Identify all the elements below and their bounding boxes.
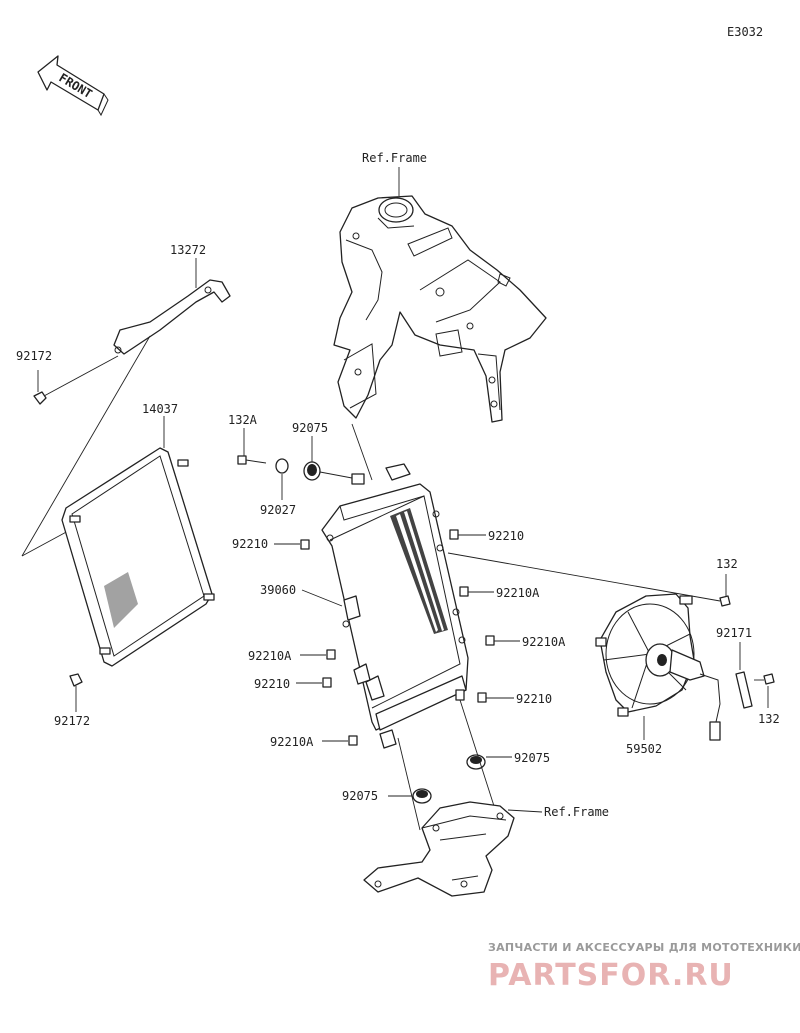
clamp-92171: [735, 671, 753, 709]
bolt-132-bottom: [763, 673, 775, 685]
grommet-92075-right: [466, 754, 486, 770]
label-92171: 92171: [716, 626, 752, 640]
grommet-92075-left: [412, 788, 432, 804]
label-92210A-l1: 92210A: [248, 649, 292, 663]
label-14037: 14037: [142, 402, 178, 416]
clip-92210A-l1: [326, 649, 336, 660]
label-92210-l2: 92210: [254, 677, 290, 691]
diagram-code: E3032: [727, 25, 763, 39]
label-92210A-r2: 92210A: [522, 635, 566, 649]
clip-92210-l2: [322, 677, 332, 688]
label-132A: 132A: [228, 413, 258, 427]
label-132-bottom: 132: [758, 712, 780, 726]
part-59502-fan: [595, 593, 721, 741]
label-13272: 13272: [170, 243, 206, 257]
front-arrow-icon: FRONT: [37, 55, 109, 117]
clip-92210-l1: [300, 539, 310, 550]
label-92172-top: 92172: [16, 349, 52, 363]
label-92210-l1: 92210: [232, 537, 268, 551]
grommet-92075-top: [303, 461, 321, 481]
watermark-logo: PARTSFOR.RU: [488, 958, 734, 993]
label-92075-left: 92075: [342, 789, 378, 803]
clip-92210A-l2: [348, 735, 358, 746]
part-13272-bracket: [113, 279, 231, 355]
label-92210-r1: 92210: [488, 529, 524, 543]
label-59502: 59502: [626, 742, 662, 756]
clip-92210-r2: [477, 692, 487, 703]
part-14037-screen: [61, 447, 215, 667]
label-92172-bottom: 92172: [54, 714, 90, 728]
bolt-92172-bottom: [69, 673, 83, 687]
label-92075-top: 92075: [292, 421, 328, 435]
label-92075-right: 92075: [514, 751, 550, 765]
bolt-132-top: [719, 595, 731, 607]
washer-92027: [275, 458, 289, 474]
ref-frame-bottom-label: Ref.Frame: [544, 805, 609, 819]
label-92210A-l2: 92210A: [270, 735, 314, 749]
label-92210-r2: 92210: [516, 692, 552, 706]
clip-92210-r1: [449, 529, 459, 540]
clip-92210A-r1: [459, 586, 469, 597]
ref-frame-top-label: Ref.Frame: [362, 151, 427, 165]
frame-bottom: [363, 801, 515, 897]
label-92210A-r1: 92210A: [496, 586, 540, 600]
clip-92210A-r2: [485, 635, 495, 646]
watermark-caption: ЗАПЧАСТИ И АКСЕССУАРЫ ДЛЯ МОТОТЕХНИКИ: [488, 941, 800, 954]
part-39060-radiator: [321, 463, 469, 749]
label-39060: 39060: [260, 583, 296, 597]
frame-top: [333, 195, 547, 423]
label-92027: 92027: [260, 503, 296, 517]
bolt-92172-top: [33, 391, 47, 405]
bolt-132A: [237, 455, 267, 465]
label-132-top: 132: [716, 557, 738, 571]
